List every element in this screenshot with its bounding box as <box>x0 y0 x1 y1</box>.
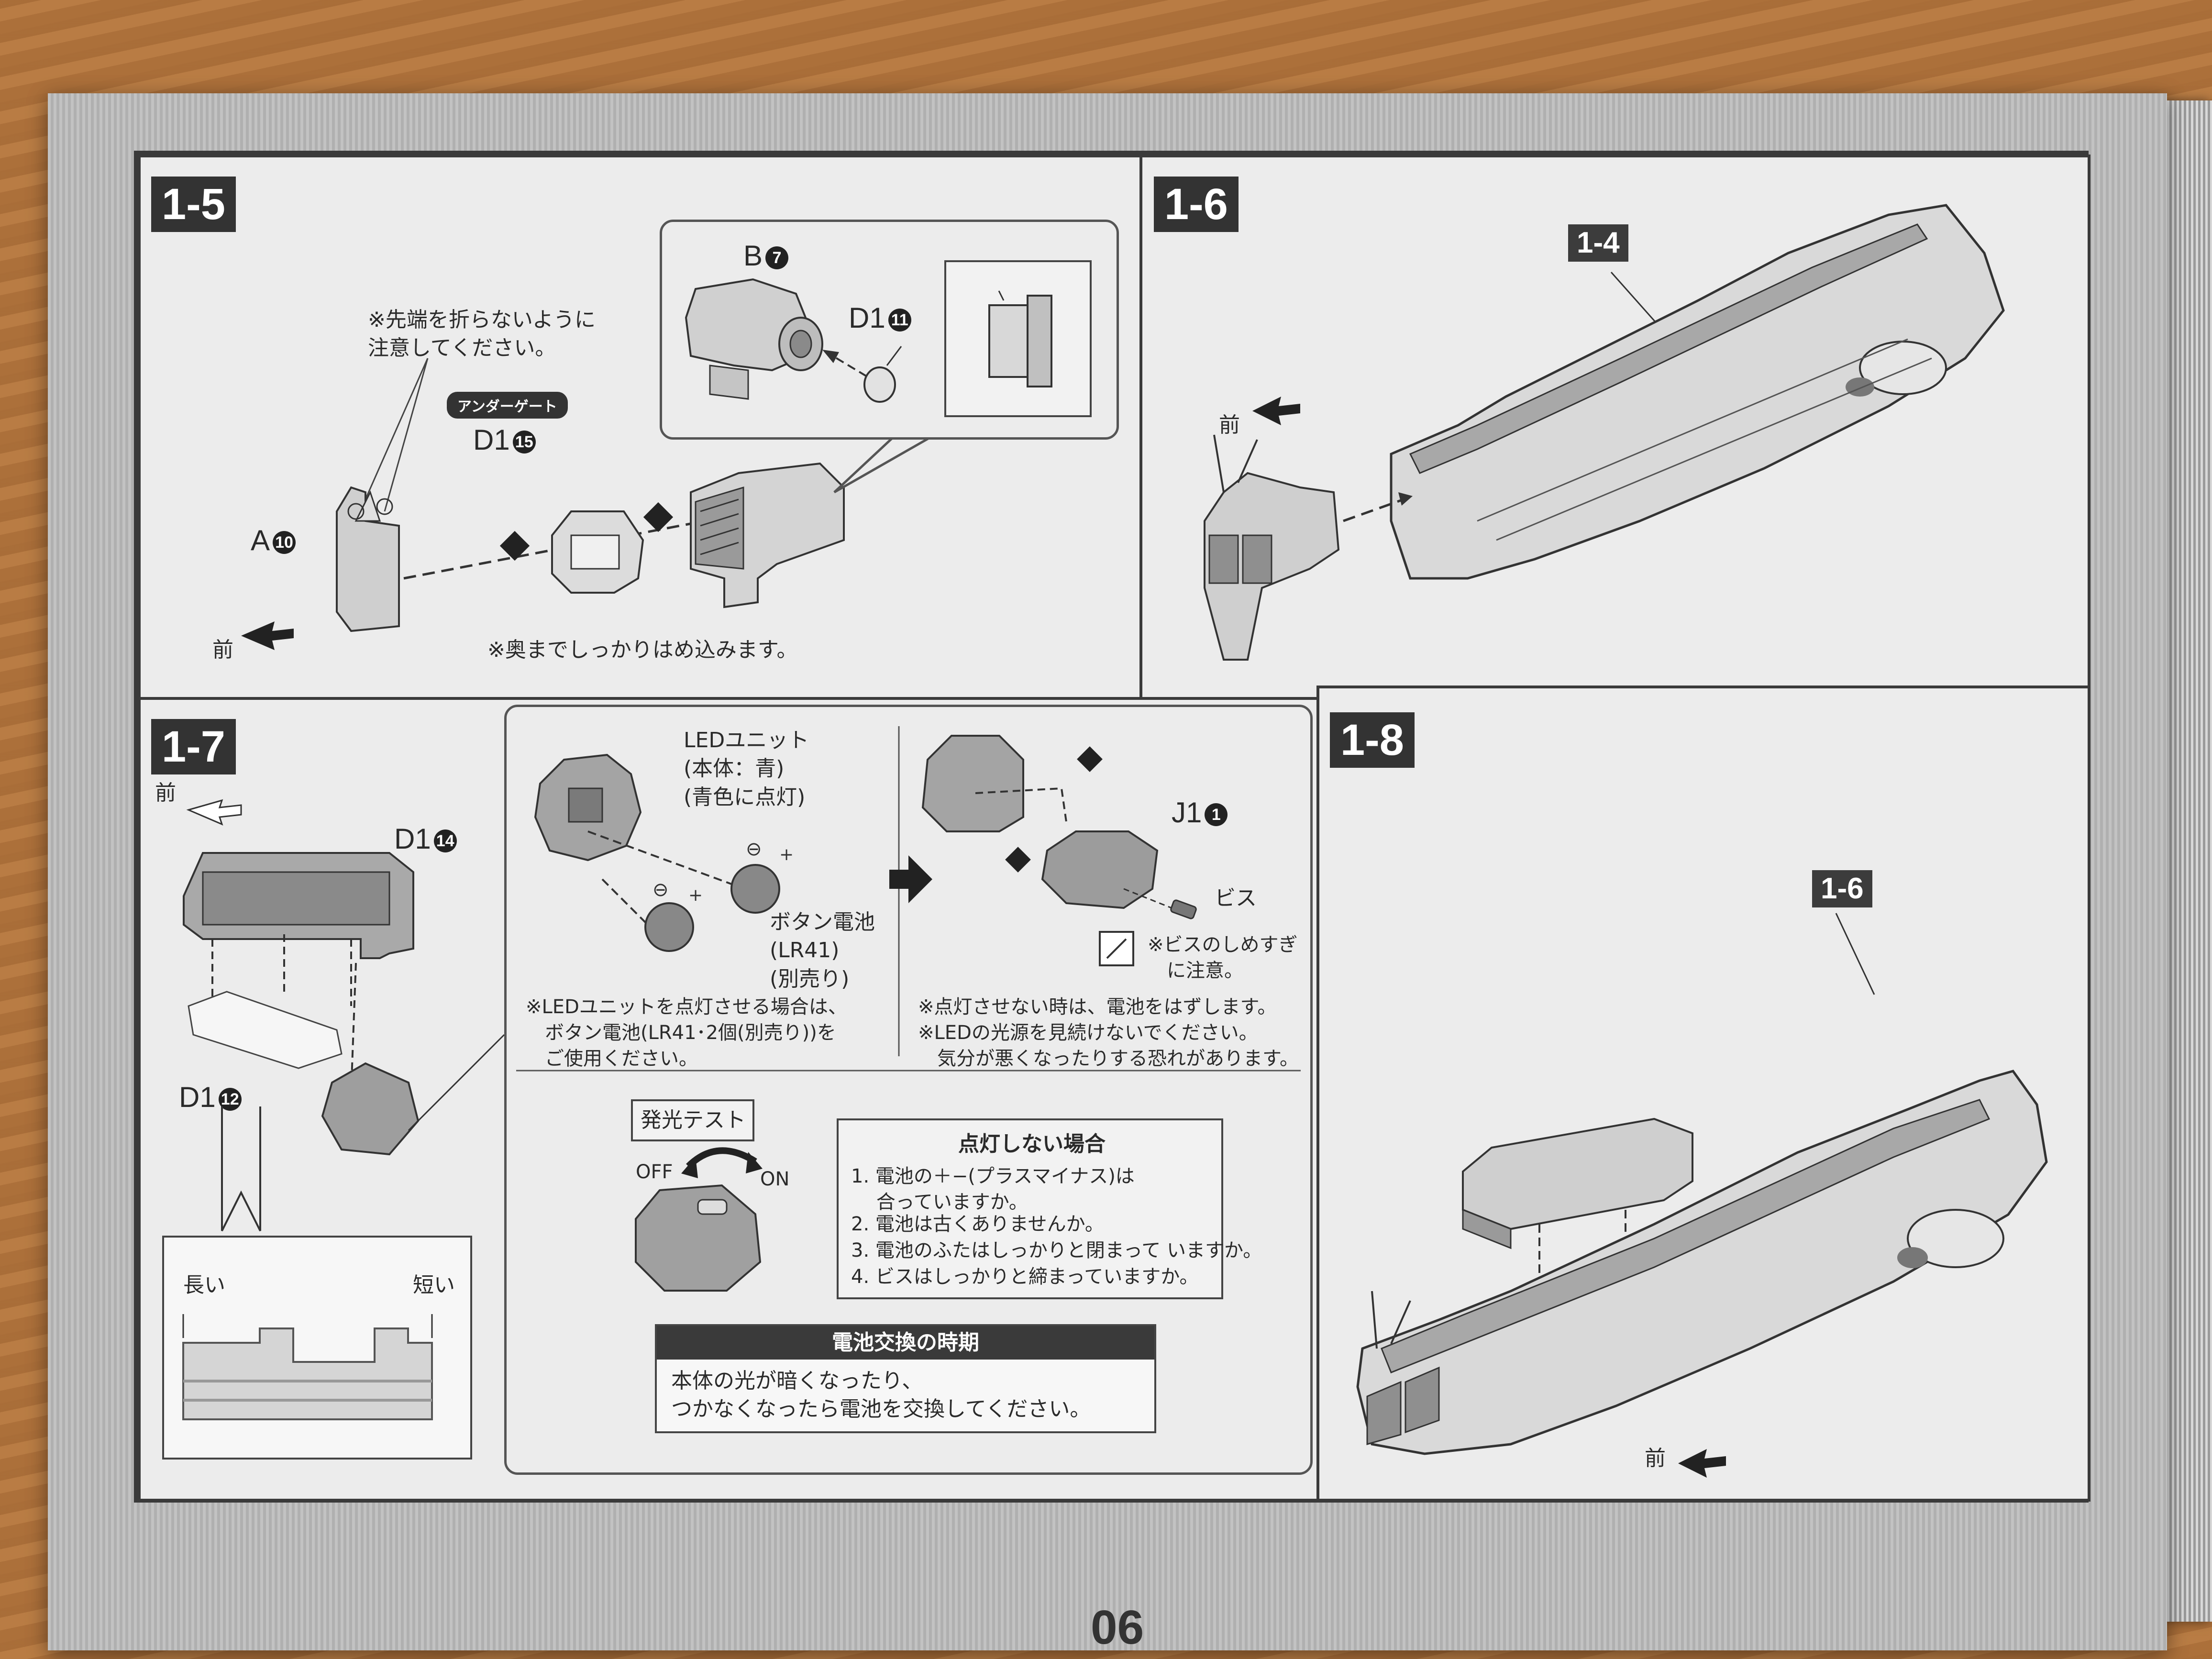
svg-text:⊖: ⊖ <box>746 838 762 860</box>
svg-text:+: + <box>779 845 794 864</box>
svg-text:⊖: ⊖ <box>653 879 669 901</box>
light-test-label: 発光テスト <box>641 1108 746 1132</box>
svg-text:+: + <box>688 885 703 905</box>
part-a-shape <box>336 486 400 632</box>
step-1-8-drawing <box>1356 913 2048 1478</box>
troubleshooting-item-1: 1. 電池の＋−(プラスマイナス)は 合っていますか。 <box>851 1165 1135 1213</box>
front-direction-label: 前 <box>155 781 176 805</box>
battery-removal-note: ※点灯させない時は、電池をはずします。 ※LEDの光源を見続けないでください。 … <box>918 996 1299 1070</box>
screw-tightening-note: ※ビスのしめすぎ に注意。 <box>1148 934 1298 982</box>
battery-replacement-title: 電池交換の時期 <box>657 1326 1154 1360</box>
press-note: ※奥までしっかりはめ込みます。 <box>487 638 798 662</box>
switch-off-label: OFF <box>636 1161 673 1183</box>
screw-shape <box>1170 899 1197 919</box>
battery-1-shape <box>730 864 780 914</box>
troubleshooting-item-2: 2. 電池は古くありませんか。 <box>851 1213 1104 1235</box>
led-unit-small-shape <box>321 1062 420 1156</box>
led-unit-callout: LEDユニット (本体：青) (青色に点灯) ボタン電池 (LR41) (別売り… <box>504 705 1313 1475</box>
part-d1-14-shape <box>183 852 414 959</box>
button-battery-label: ボタン電池 (LR41) (別売り) <box>770 910 875 991</box>
led-unit-label: LEDユニット (本体：青) (青色に点灯) <box>684 728 809 809</box>
short-side-label: 短い <box>413 1273 455 1297</box>
part-j1-cover-shape <box>1041 830 1159 909</box>
tip-warning-note: ※先端を折らないように 注意してください。 <box>368 308 596 361</box>
front-direction-label: 前 <box>212 638 233 662</box>
step-1-8-label: 1-8 <box>1330 712 1415 768</box>
front-direction-label: 前 <box>1219 413 1240 437</box>
led-unit-open-shape <box>921 735 1024 832</box>
step-1-5-drawing <box>241 358 938 650</box>
troubleshooting-item-3: 3. 電池のふたはしっかりと閉まって いますか。 <box>851 1239 1262 1261</box>
step-1-5-label: 1-5 <box>151 177 236 232</box>
reference-1-6-tag: 1-6 <box>1812 870 1872 907</box>
battery-replacement-box: 電池交換の時期 本体の光が暗くなったり、 つかなくなったら電池を交換してください… <box>655 1324 1156 1433</box>
long-side-label: 長い <box>183 1273 225 1297</box>
detail-inset-box <box>944 260 1092 417</box>
led-usage-note: ※LEDユニットを点灯させる場合は、 ボタン電池(LR41･2個(別売り))を … <box>526 996 847 1070</box>
part-d1-12-clear-shape <box>188 991 343 1069</box>
page-number: 06 <box>1091 1601 1144 1654</box>
callout-drawing <box>685 278 902 403</box>
part-b-housing-shape <box>690 462 845 608</box>
length-comparison-box: 長い 短い <box>162 1236 472 1460</box>
front-direction-label: 前 <box>1645 1446 1666 1471</box>
troubleshooting-title: 点灯しない場合 <box>958 1132 1106 1156</box>
part-d1-15-shape <box>551 510 644 594</box>
troubleshooting-box: 点灯しない場合 1. 電池の＋−(プラスマイナス)は 合っていますか。 2. 電… <box>837 1118 1262 1299</box>
step-1-7-label: 1-7 <box>151 719 236 774</box>
troubleshooting-item-4: 4. ビスはしっかりと締まっていますか。 <box>851 1266 1199 1288</box>
screw-label: ビス <box>1215 886 1257 910</box>
step-1-7-left-drawing <box>183 799 505 1231</box>
reference-1-4-tag: 1-4 <box>1568 224 1628 262</box>
hull-assembly-shape <box>1390 204 2005 580</box>
led-unit-shape <box>534 753 642 862</box>
light-bar-part-shape <box>1462 1117 1693 1250</box>
part-b-shape <box>685 278 823 400</box>
switch-on-label: ON <box>760 1168 790 1190</box>
led-unit-switch-shape <box>635 1184 762 1292</box>
led-callout-drawing: ⊖ + ⊖ + <box>516 726 1301 1072</box>
nozzle-part-shape <box>1204 434 1340 661</box>
step-1-6-label: 1-6 <box>1154 177 1239 232</box>
undergate-badge: アンダーゲート <box>447 392 568 419</box>
light-test-drawing <box>635 1147 763 1292</box>
battery-replacement-text: 本体の光が暗くなったり、 つかなくなったら電池を交換してください。 <box>671 1369 1091 1422</box>
battery-2-shape <box>644 902 694 952</box>
hull-assembly-with-light-shape <box>1356 1070 2048 1455</box>
light-test-label-box: 発光テスト <box>631 1099 754 1141</box>
step-1-6-panel: 1-6 1-4 前 <box>1139 155 2090 706</box>
step-1-8-panel: 1-8 1-6 前 <box>1316 686 2090 1502</box>
step-1-6-drawing <box>1204 204 2005 661</box>
caution-icon <box>1099 931 1134 966</box>
